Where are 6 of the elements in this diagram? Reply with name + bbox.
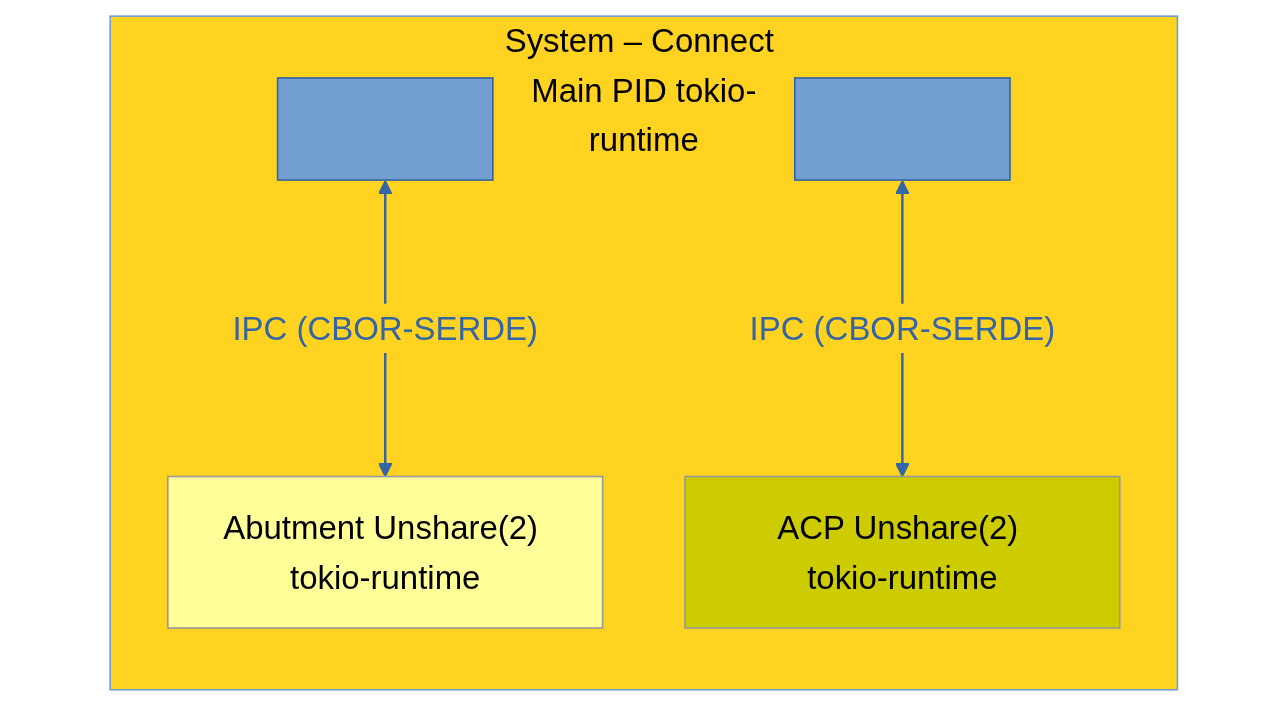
node-bar — [793, 76, 1011, 181]
node-bar — [276, 76, 494, 181]
node-box: ACP Unshare(2) tokio-runtime — [683, 475, 1121, 629]
edge-label: IPC (CBOR-SERDE) — [232, 309, 538, 346]
node-box: Abutment Unshare(2) tokio-runtime — [166, 475, 604, 629]
edge-label: IPC (CBOR-SERDE) — [749, 309, 1055, 346]
